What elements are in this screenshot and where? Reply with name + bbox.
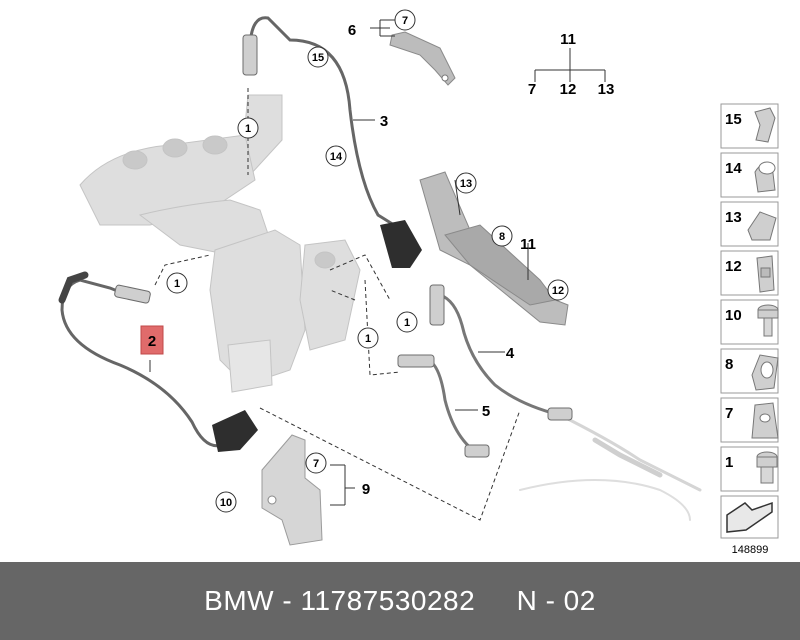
svg-text:13: 13: [460, 178, 472, 190]
cable-clip-icon: [747, 211, 777, 241]
callout-7-bottom: 7: [305, 452, 327, 474]
callout-10: 10: [215, 491, 237, 513]
bolt-icon: [757, 304, 779, 337]
number-labels: 6 3 11 7 12 13 11 4 5 9: [348, 22, 615, 498]
connectors: [212, 220, 422, 452]
callout-1-top: 1: [237, 117, 259, 139]
reference-number: 148899: [732, 544, 769, 556]
svg-text:10: 10: [725, 307, 742, 324]
svg-text:2: 2: [148, 333, 156, 350]
callout-1-mid: 1: [357, 327, 379, 349]
callout-13: 13: [455, 172, 477, 194]
spring-nut-icon: [751, 402, 779, 439]
callout-15: 15: [307, 46, 329, 68]
svg-text:15: 15: [725, 111, 742, 128]
sidebar-item-1: 1: [720, 446, 779, 492]
svg-text:7: 7: [725, 405, 733, 422]
parts-diagram: 15 7 1 14 13 8 12 1 1 1 7 10 6 3 11 7 12…: [58, 9, 779, 556]
svg-text:1: 1: [365, 333, 371, 345]
arrow-icon: [726, 501, 773, 533]
circled-callouts: 15 7 1 14 13 8 12 1 1 1 7 10: [166, 9, 569, 513]
cable-holder-icon: [754, 161, 776, 193]
sensor-wires: [58, 16, 702, 521]
svg-text:14: 14: [725, 160, 742, 177]
sidebar-item-15: 15: [720, 103, 779, 149]
clip-icon: [754, 107, 776, 143]
label-group-13: 13: [598, 81, 615, 98]
footer-bar: BMW - 11787530282 N - 02: [0, 562, 800, 640]
highlighted-part-2: 2: [140, 325, 164, 355]
callout-1-right: 1: [396, 311, 418, 333]
plug-icon: [756, 451, 778, 484]
svg-text:13: 13: [725, 209, 742, 226]
svg-text:1: 1: [725, 454, 733, 471]
sidebar-item-8: 8: [720, 348, 779, 394]
svg-text:7: 7: [402, 15, 408, 27]
svg-text:12: 12: [552, 285, 564, 297]
part-number-caption: BMW - 11787530282 N - 02: [204, 585, 596, 616]
sidebar-item-7: 7: [720, 397, 779, 443]
label-5: 5: [482, 403, 490, 420]
parts-sidebar: 15 14 13 12: [720, 103, 779, 556]
svg-text:7: 7: [313, 458, 319, 470]
label-6: 6: [348, 22, 356, 39]
label-4: 4: [506, 345, 515, 362]
callout-14: 14: [325, 145, 347, 167]
svg-text:8: 8: [725, 356, 733, 373]
leader-lines: [149, 19, 606, 506]
clamp-icon: [751, 354, 779, 391]
sidebar-item-14: 14: [720, 152, 779, 198]
label-group-12: 12: [560, 81, 577, 98]
svg-text:1: 1: [245, 123, 251, 135]
svg-text:12: 12: [725, 258, 742, 275]
callout-1-left: 1: [166, 272, 188, 294]
callout-8: 8: [491, 225, 513, 247]
callout-7-top: 7: [394, 9, 416, 31]
label-9: 9: [362, 481, 370, 498]
label-11-group: 11: [560, 31, 576, 48]
svg-text:15: 15: [312, 52, 324, 64]
sensor-bracket: [261, 434, 323, 546]
svg-text:10: 10: [220, 497, 232, 509]
sidebar-item-13: 13: [720, 201, 779, 247]
svg-text:14: 14: [330, 151, 343, 163]
svg-text:8: 8: [499, 231, 505, 243]
exhaust-manifold: [79, 94, 361, 393]
sidebar-item-10: 10: [720, 299, 779, 345]
label-group-7: 7: [528, 81, 536, 98]
sidebar-item-12: 12: [720, 250, 779, 296]
svg-text:1: 1: [174, 278, 180, 290]
label-11: 11: [520, 236, 536, 253]
label-3: 3: [380, 113, 388, 130]
callout-12: 12: [547, 279, 569, 301]
sidebar-item-arrow: [720, 495, 779, 539]
holder-part: [389, 31, 456, 86]
svg-text:1: 1: [404, 317, 410, 329]
clip-nut-icon: [756, 255, 775, 293]
oxygen-sensors: [114, 34, 573, 458]
